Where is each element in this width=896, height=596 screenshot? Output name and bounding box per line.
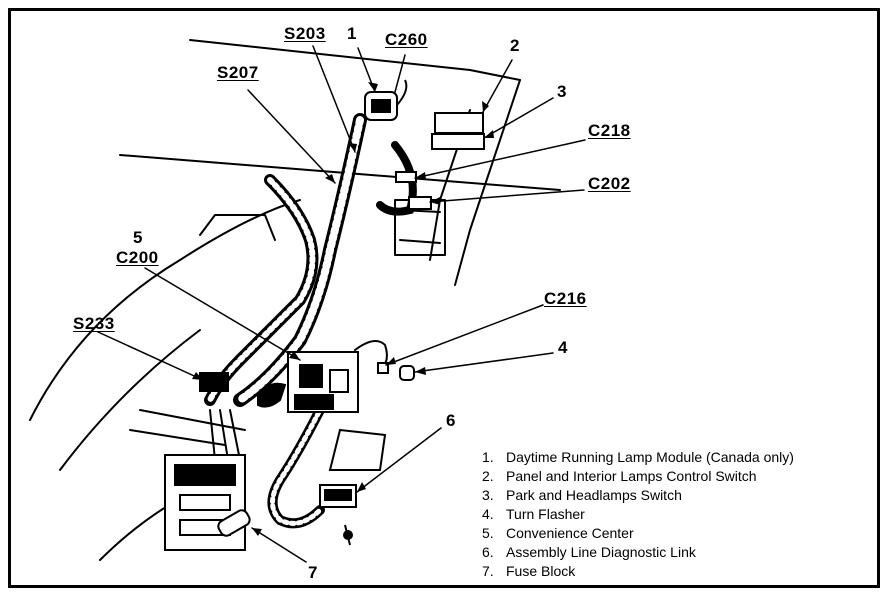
connector-c202 [408, 196, 432, 210]
flasher-socket [377, 362, 389, 374]
leader-s207 [247, 89, 336, 184]
panel-right-edge [454, 79, 521, 286]
leader-4 [414, 352, 554, 373]
leader-3 [483, 97, 554, 139]
callout-s233: S233 [73, 314, 115, 333]
leader-2 [482, 59, 513, 113]
callout-s207: S207 [217, 63, 259, 82]
side-relay [257, 382, 287, 408]
screw [343, 530, 353, 540]
callout-c218: C218 [588, 121, 631, 140]
callout-6: 6 [446, 411, 456, 430]
connector-c218 [395, 171, 417, 183]
callout-7: 7 [308, 563, 318, 582]
callout-c200: C200 [116, 248, 159, 267]
leader-c200 [144, 267, 301, 361]
switch-3 [431, 133, 485, 150]
callout-c202: C202 [588, 174, 631, 193]
leader-7 [251, 527, 307, 563]
callout-s203: S203 [284, 24, 326, 43]
dash-curve-2 [59, 329, 201, 471]
bracket [328, 428, 387, 471]
panel-cross-line [119, 154, 561, 191]
leader-c218 [414, 139, 586, 179]
legend-item: 4.Turn Flasher [482, 506, 585, 522]
diagram-frame [8, 8, 880, 588]
callout-4: 4 [558, 338, 568, 357]
component-legend: 1.Daytime Running Lamp Module (Canada on… [482, 448, 794, 581]
callout-5: 5 [133, 228, 143, 247]
switch-2 [434, 112, 484, 134]
callout-3: 3 [557, 82, 567, 101]
leader-s233 [97, 331, 204, 381]
legend-item: 3.Park and Headlamps Switch [482, 487, 682, 503]
legend-item: 1.Daytime Running Lamp Module (Canada on… [482, 449, 794, 465]
legend-item: 2.Panel and Interior Lamps Control Switc… [482, 468, 757, 484]
callout-2: 2 [510, 36, 520, 55]
callout-c216: C216 [544, 289, 587, 308]
leader-c202 [429, 189, 585, 203]
splice-s233 [199, 372, 229, 392]
leader-c260 [394, 54, 406, 93]
turn-flasher [399, 365, 415, 381]
leader-c216 [385, 304, 544, 366]
callout-c260: C260 [385, 30, 428, 49]
legend-item: 5.Convenience Center [482, 525, 634, 541]
legend-item: 6.Assembly Line Diagnostic Link [482, 544, 696, 560]
vent-bracket [199, 214, 276, 241]
callout-1: 1 [347, 24, 357, 43]
leader-6 [356, 427, 442, 493]
bracket-lines [129, 409, 246, 446]
leader-s203 [312, 45, 356, 153]
side-wires [209, 409, 241, 461]
legend-item: 7.Fuse Block [482, 563, 576, 579]
